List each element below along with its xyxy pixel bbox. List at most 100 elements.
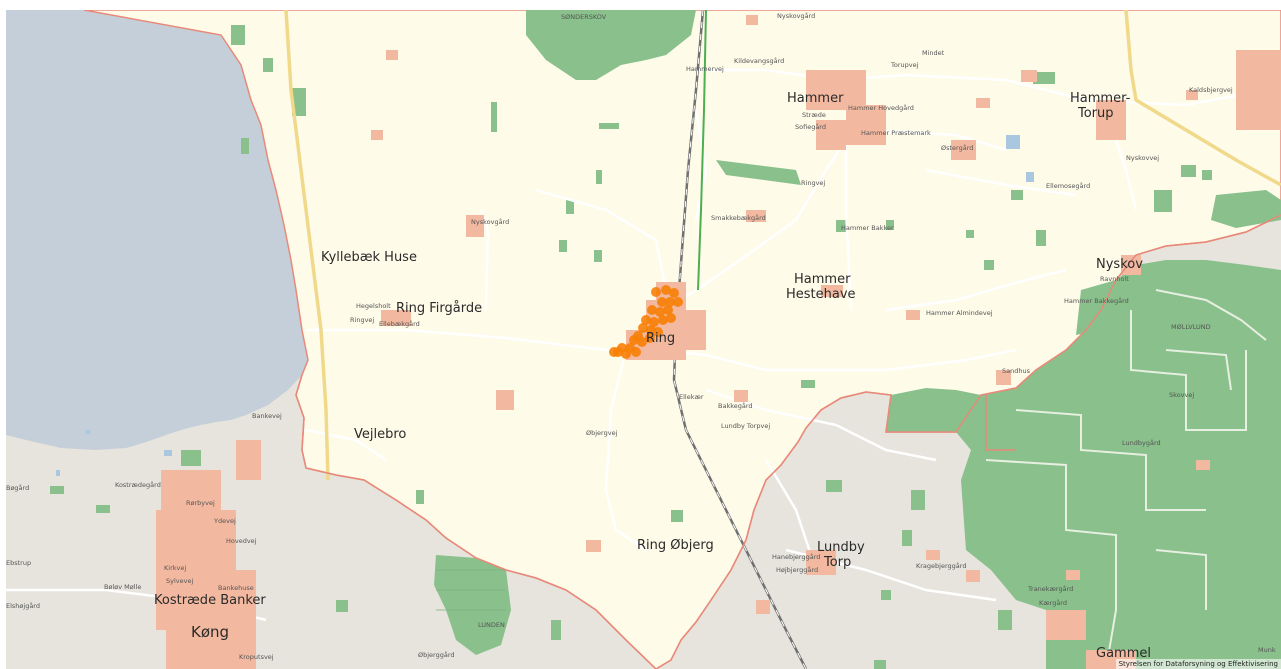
location-marker[interactable]: [663, 305, 673, 315]
location-marker[interactable]: [645, 333, 655, 343]
location-marker[interactable]: [673, 297, 683, 307]
minor-label: Ellebækgård: [379, 320, 420, 328]
location-marker[interactable]: [653, 327, 663, 337]
minor-label: Hegelsholt: [356, 302, 391, 310]
location-marker[interactable]: [631, 347, 641, 357]
buildings: [156, 15, 1281, 669]
place-label-gammel-lundby: Gammel: [1096, 646, 1151, 661]
location-marker[interactable]: [638, 323, 648, 333]
location-marker[interactable]: [609, 347, 619, 357]
minor-label: Rørbyvej: [186, 499, 215, 507]
forest-ne: [1211, 190, 1281, 228]
minor-label: Bøløv Mølle: [104, 583, 142, 591]
place-label-kostraede-banker: Kostræde Banker: [154, 593, 266, 608]
location-marker[interactable]: [658, 315, 668, 325]
minor-label: Stræde: [802, 111, 826, 119]
minor-label: LUNDEN: [478, 621, 505, 629]
minor-label: Kildevangsgård: [734, 57, 785, 65]
forest-mollelund: [956, 260, 1281, 669]
minor-label: Hovedvej: [226, 537, 257, 545]
location-marker[interactable]: [641, 315, 651, 325]
minor-label: Torupvej: [891, 61, 919, 69]
minor-label: Hammer Præstemark: [861, 129, 931, 137]
location-marker[interactable]: [649, 317, 659, 327]
place-label-ring: Ring: [646, 331, 676, 346]
location-marker[interactable]: [651, 287, 661, 297]
minor-label: Ydevej: [214, 517, 236, 525]
minor-label: Kragebjerggård: [916, 562, 967, 570]
minor-label: Mindet: [922, 49, 945, 57]
location-marker[interactable]: [665, 297, 675, 307]
forest-paths: [985, 289, 1267, 669]
minor-label: Sandhus: [1002, 367, 1030, 375]
place-label-hammer-hestehave-2: Hestehave: [786, 287, 856, 302]
minor-label: Lundby Torpvej: [721, 422, 771, 430]
map-credit[interactable]: Styrelsen for Dataforsyning og Effektivi…: [1115, 659, 1281, 669]
minor-label: Nyskovgård: [471, 218, 510, 226]
minor-label: Hammer Bakkegård: [1064, 297, 1129, 305]
minor-label: Bakkegård: [718, 402, 753, 410]
minor-label: Øbjerggård: [418, 651, 455, 659]
place-label-ring-firgarde: Ring Firgårde: [396, 301, 483, 316]
minor-label: Højbjerggård: [776, 566, 819, 574]
location-marker[interactable]: [669, 288, 679, 298]
minor-label: Kroputsvej: [239, 653, 274, 661]
lake: [6, 10, 308, 450]
forest-east-edge: [886, 388, 981, 432]
place-label-ring-objerg: Ring Øbjerg: [637, 538, 714, 553]
minor-label: Nyskovvej: [1126, 154, 1160, 162]
place-label-hammer-torup-2: Torup: [1078, 106, 1114, 121]
place-label-lundby-torp-2: Torp: [824, 555, 852, 570]
map-canvas[interactable]: [6, 10, 1281, 669]
place-label-lundby-torp-1: Lundby: [817, 540, 865, 555]
minor-label: Munk: [1258, 646, 1276, 654]
minor-label: Ellekær: [679, 393, 704, 401]
minor-label: Sofiegård: [795, 123, 826, 131]
minor-label: Sylvevej: [166, 577, 194, 585]
minor-label: Kirkvej: [164, 564, 187, 572]
location-marker[interactable]: [655, 307, 665, 317]
minor-label: Kaldsbjergvej: [1189, 86, 1233, 94]
minor-label: Bankehuse: [218, 584, 254, 592]
place-label-hammer-hestehave-1: Hammer: [794, 272, 851, 287]
minor-label: Skovvej: [1169, 391, 1195, 399]
minor-label: Lundbygård: [1122, 439, 1161, 447]
minor-label: Ringvej: [350, 316, 375, 324]
location-marker[interactable]: [661, 285, 671, 295]
place-label-hammer: Hammer: [787, 91, 844, 106]
location-marker[interactable]: [647, 305, 657, 315]
minor-label: Hammervej: [686, 65, 724, 73]
location-marker[interactable]: [666, 313, 676, 323]
main-roads: [284, 10, 1281, 481]
ponds: [56, 135, 1034, 476]
minor-label: Østergård: [941, 144, 974, 152]
forest-lunden: [434, 555, 511, 655]
minor-label: Hammer Almindevej: [926, 309, 993, 317]
minor-label: Bankevej: [252, 412, 282, 420]
location-marker[interactable]: [657, 297, 667, 307]
place-label-vejlebro: Vejlebro: [354, 427, 407, 442]
minor-label: Hammer Bakker: [841, 224, 894, 232]
minor-label: Kærgård: [1039, 599, 1067, 607]
minor-label: Smakkebækgård: [711, 214, 766, 222]
minor-label: SØNDERSKOV: [561, 13, 607, 21]
location-marker[interactable]: [621, 349, 631, 359]
forest-sonderskov: [526, 10, 696, 80]
marker-layer[interactable]: [609, 285, 683, 359]
place-label-kyllebaek-huse: Kyllebæk Huse: [321, 250, 417, 265]
minor-label: Bøgård: [6, 484, 30, 492]
location-marker[interactable]: [633, 331, 643, 341]
minor-label: Elshøjgård: [6, 602, 40, 610]
place-label-hammer-torup-1: Hammer-: [1070, 91, 1131, 106]
minor-label: Tranekærgård: [1028, 585, 1074, 593]
minor-label: Nyskovgård: [777, 12, 816, 20]
minor-label: MØLLVLUND: [1171, 323, 1211, 331]
municipality-boundary: [295, 214, 1281, 669]
minor-label: Hanebjerggård: [772, 553, 821, 561]
place-label-nyskov: Nyskov: [1096, 257, 1143, 272]
forest-nyskov: [1076, 272, 1136, 335]
place-label-kong: Køng: [191, 623, 230, 641]
minor-label: Ravnholt: [1100, 275, 1129, 283]
minor-label: Ringvej: [801, 179, 826, 187]
